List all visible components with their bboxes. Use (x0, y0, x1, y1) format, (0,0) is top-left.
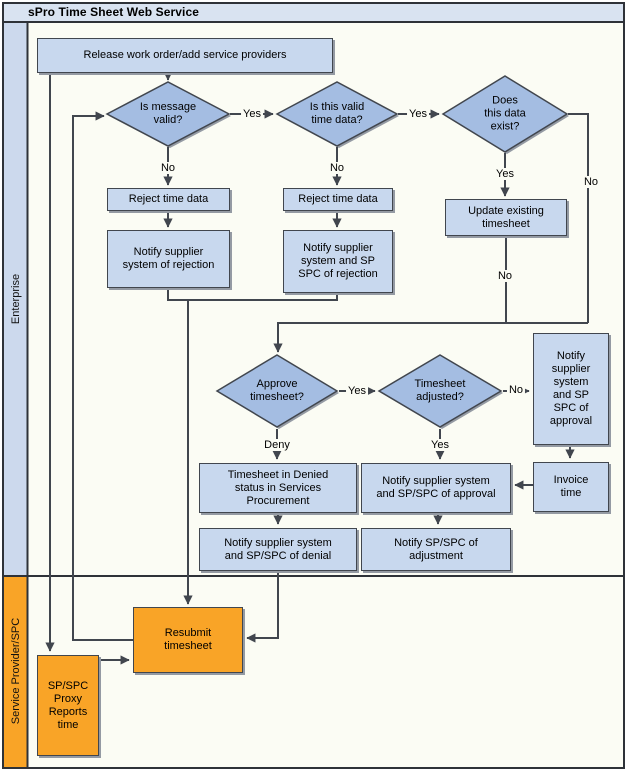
node-notify-adjustment: Notify SP/SPC of adjustment (361, 528, 511, 571)
node-proxy-reports-time: SP/SPC Proxy Reports time (37, 655, 99, 756)
edge-label-no-2: No (327, 162, 347, 174)
label-approve-timesheet: Approve timesheet? (250, 378, 304, 403)
edge-label-no-3: No (581, 176, 601, 188)
node-notify-approval-wide: Notify supplier system and SP/SPC of app… (361, 463, 511, 513)
label-is-message-valid: Is message valid? (139, 101, 197, 126)
node-update-existing-timesheet: Update existing timesheet (445, 199, 567, 236)
lane-enterprise-header (4, 22, 27, 576)
label-timesheet-adjusted: Timesheet adjusted? (414, 378, 466, 403)
edge-label-no-4: No (495, 270, 515, 282)
title-bar (4, 4, 623, 22)
node-notify-denial: Notify supplier system and SP/SPC of den… (199, 528, 357, 571)
edge-label-no-1: No (158, 162, 178, 174)
label-is-valid-time-data: Is this valid time data? (309, 101, 365, 126)
lane-service-provider-header (4, 576, 27, 767)
node-notify-rejection-spc: Notify supplier system and SP SPC of rej… (283, 230, 393, 293)
node-reject-time-data-2: Reject time data (283, 188, 393, 211)
edge-label-yes-3: Yes (494, 168, 516, 180)
label-does-data-exist: Does this data exist? (484, 94, 526, 133)
edge-label-deny: Deny (262, 439, 292, 451)
node-invoice-time: Invoice time (533, 462, 609, 512)
lane-label-enterprise: Enterprise (10, 273, 22, 325)
node-timesheet-denied-status: Timesheet in Denied status in Services P… (199, 463, 357, 513)
node-notify-rejection-supplier: Notify supplier system of rejection (107, 230, 230, 288)
edge-label-yes-4: Yes (346, 385, 368, 397)
node-notify-approval-tall: Notify supplier system and SP SPC of app… (533, 333, 609, 445)
edge-label-no-5: No (506, 384, 526, 396)
node-resubmit-timesheet: Resubmit timesheet (133, 607, 243, 673)
page-title: sPro Time Sheet Web Service (28, 5, 199, 19)
node-reject-time-data-1: Reject time data (107, 188, 230, 211)
edge-label-yes-5: Yes (429, 439, 451, 451)
lane-label-service-provider: Service Provider/SPC (10, 617, 22, 725)
edge-label-yes-2: Yes (407, 108, 429, 120)
node-release-work-order: Release work order/add service providers (37, 38, 333, 73)
edge-label-yes-1: Yes (241, 108, 263, 120)
